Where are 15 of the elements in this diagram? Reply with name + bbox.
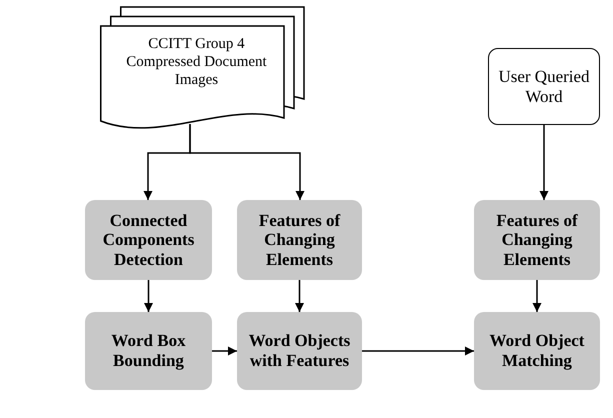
process-box: Features of Changing Elements — [237, 200, 362, 280]
arrow — [540, 125, 548, 200]
arrow — [212, 346, 237, 356]
process-box: Word Objects with Features — [237, 312, 362, 390]
input-box: User Queried Word — [488, 48, 600, 125]
process-box: Connected Components Detection — [85, 200, 212, 280]
arrow — [532, 280, 542, 312]
arrow — [144, 280, 153, 312]
process-box: Word Object Matching — [474, 312, 600, 390]
arrow — [362, 346, 474, 356]
process-box: Features of Changing Elements — [474, 200, 600, 280]
document-label: CCITT Group 4 Compressed Document Images — [125, 35, 268, 89]
arrow — [189, 124, 304, 200]
arrow — [295, 280, 304, 312]
process-box: Word Box Bounding — [85, 312, 212, 390]
